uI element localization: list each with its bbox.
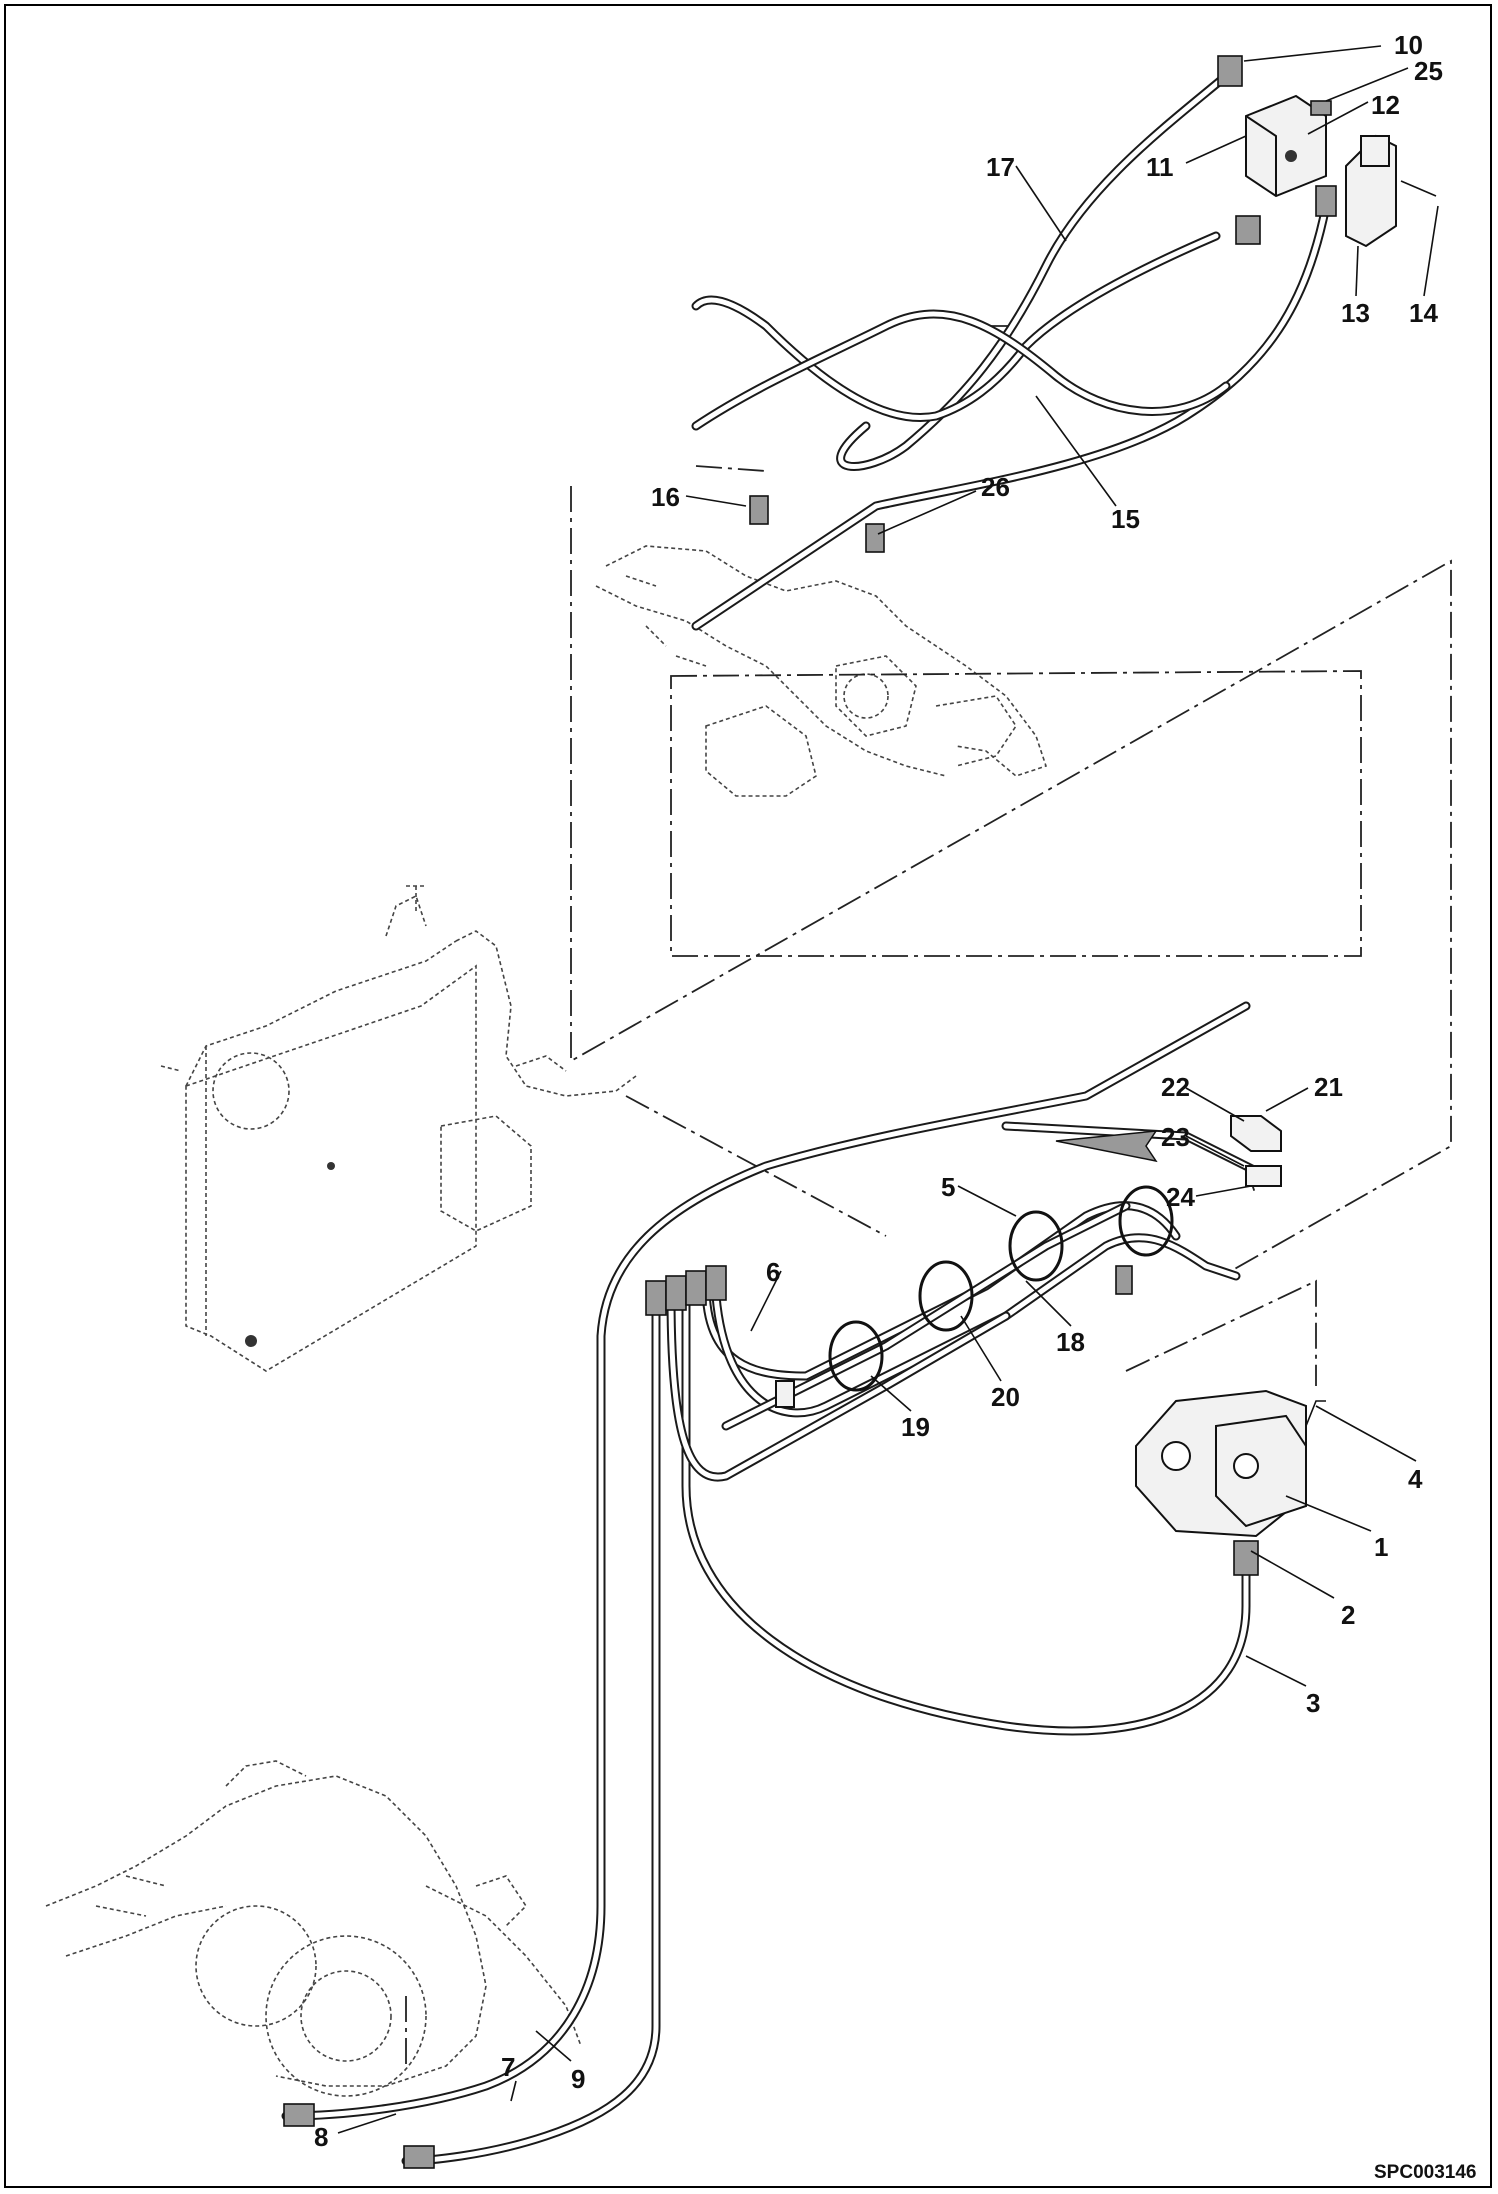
callout-14: 14 (1409, 298, 1438, 328)
callout-2: 2 (1341, 1600, 1355, 1630)
drawing-reference-code: SPC003146 (1374, 2162, 1476, 2183)
tank-phantom (160, 885, 637, 1372)
axle-phantom (595, 545, 1048, 797)
callout-labels: 10 25 12 11 13 14 17 15 16 26 21 22 23 2… (314, 30, 1443, 2152)
callout-5: 5 (941, 1172, 955, 1202)
callout-21: 21 (1314, 1072, 1343, 1102)
hose-lines (281, 71, 1331, 2166)
callout-16: 16 (651, 482, 680, 512)
callout-19: 19 (901, 1412, 930, 1442)
solenoid-valve (1345, 134, 1437, 248)
leader-lines (337, 45, 1439, 2134)
transmission-phantom (45, 1760, 582, 2097)
callout-20: 20 (991, 1382, 1020, 1412)
hose-fittings (283, 55, 1337, 2169)
hydraulic-pump (1135, 1389, 1326, 1538)
callout-23: 23 (1161, 1122, 1190, 1152)
callout-11: 11 (1146, 152, 1174, 182)
hydraulic-diagram: 10 25 12 11 13 14 17 15 16 26 21 22 23 2… (45, 30, 1476, 2183)
callout-7: 7 (501, 2052, 515, 2082)
callout-10: 10 (1394, 30, 1423, 60)
callout-18: 18 (1056, 1327, 1085, 1357)
callout-12: 12 (1371, 90, 1400, 120)
callout-25: 25 (1414, 56, 1443, 86)
mounting-bracket (1055, 1115, 1282, 1187)
callout-24: 24 (1166, 1182, 1195, 1212)
callout-1: 1 (1374, 1532, 1388, 1562)
callout-26: 26 (981, 472, 1010, 502)
callout-4: 4 (1408, 1464, 1423, 1494)
callout-8: 8 (314, 2122, 328, 2152)
callout-17: 17 (986, 152, 1015, 182)
callout-6: 6 (766, 1257, 780, 1287)
callout-9: 9 (571, 2064, 585, 2094)
diagram-frame: 10 25 12 11 13 14 17 15 16 26 21 22 23 2… (4, 4, 1492, 2188)
hose-clamps (775, 1185, 1174, 1408)
callout-13: 13 (1341, 298, 1370, 328)
assembly-frame-lines (405, 325, 1452, 2066)
callout-3: 3 (1306, 1688, 1320, 1718)
valve-block (1245, 94, 1332, 198)
callout-22: 22 (1161, 1072, 1190, 1102)
callout-15: 15 (1111, 504, 1140, 534)
